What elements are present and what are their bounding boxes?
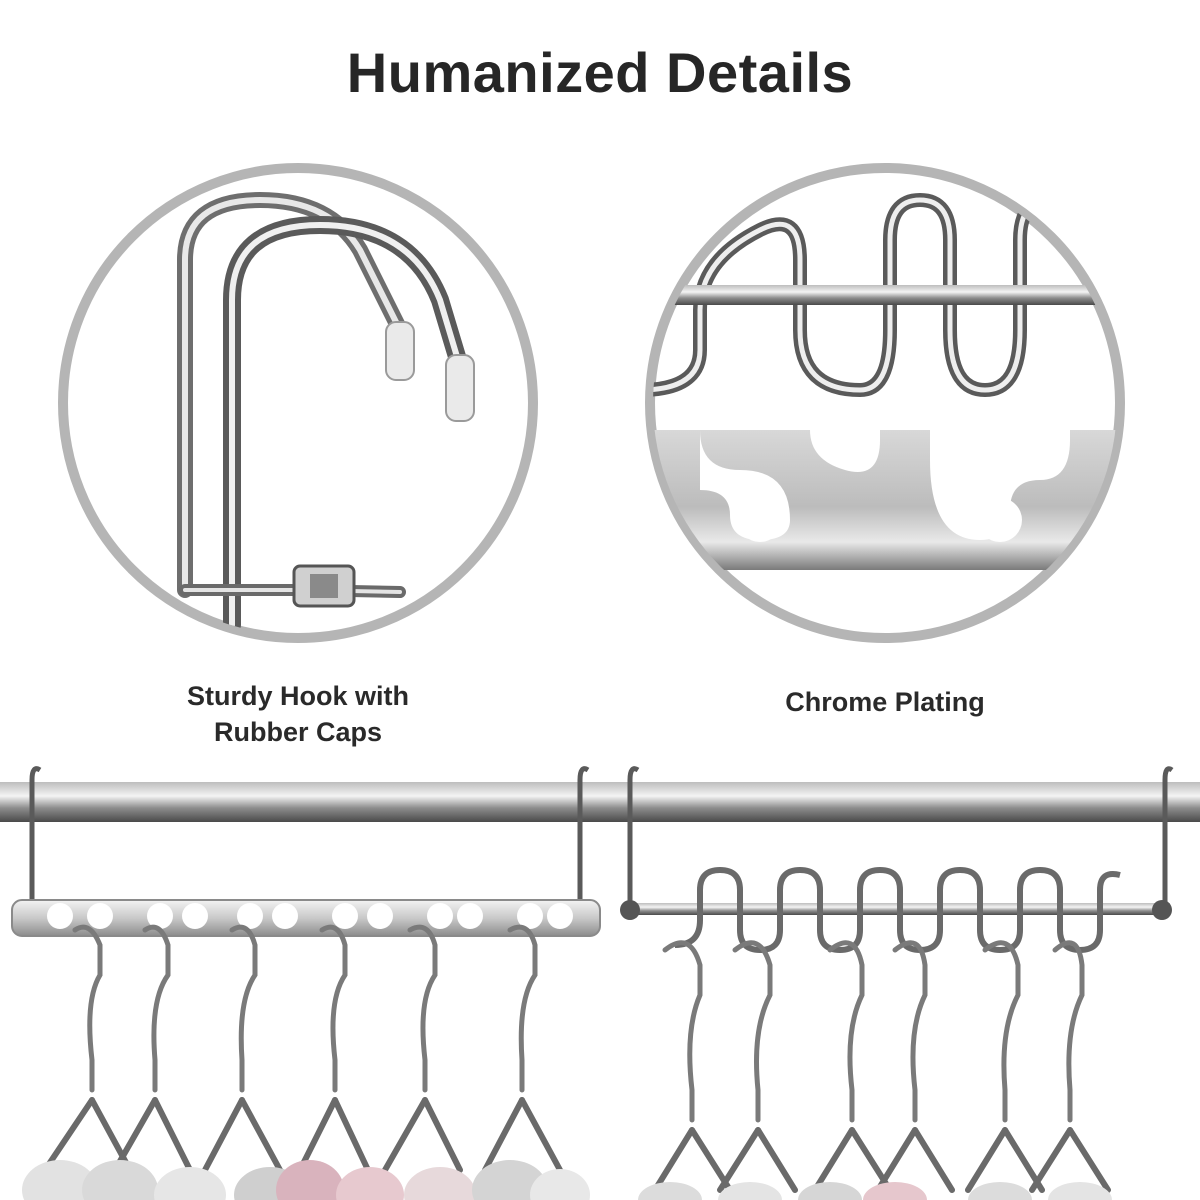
wire-organizer <box>620 766 1174 954</box>
hook-closeup-image <box>58 163 538 643</box>
hanging-clothes <box>22 1160 1112 1200</box>
feature-caption-chrome: Chrome Plating <box>735 684 1035 720</box>
closet-rod <box>0 782 1200 822</box>
caption-line: Rubber Caps <box>213 717 383 747</box>
caption-line: Sturdy Hook with <box>187 681 409 711</box>
closet-rod-scene <box>0 766 1200 1200</box>
caption-line: Chrome Plating <box>785 687 985 717</box>
page-title: Humanized Details <box>346 41 854 104</box>
chrome-closeup-image <box>645 163 1125 643</box>
rubber-cap <box>445 354 475 422</box>
feature-caption-hook: Sturdy Hook with Rubber Caps <box>148 678 448 750</box>
rubber-cap <box>385 321 415 381</box>
